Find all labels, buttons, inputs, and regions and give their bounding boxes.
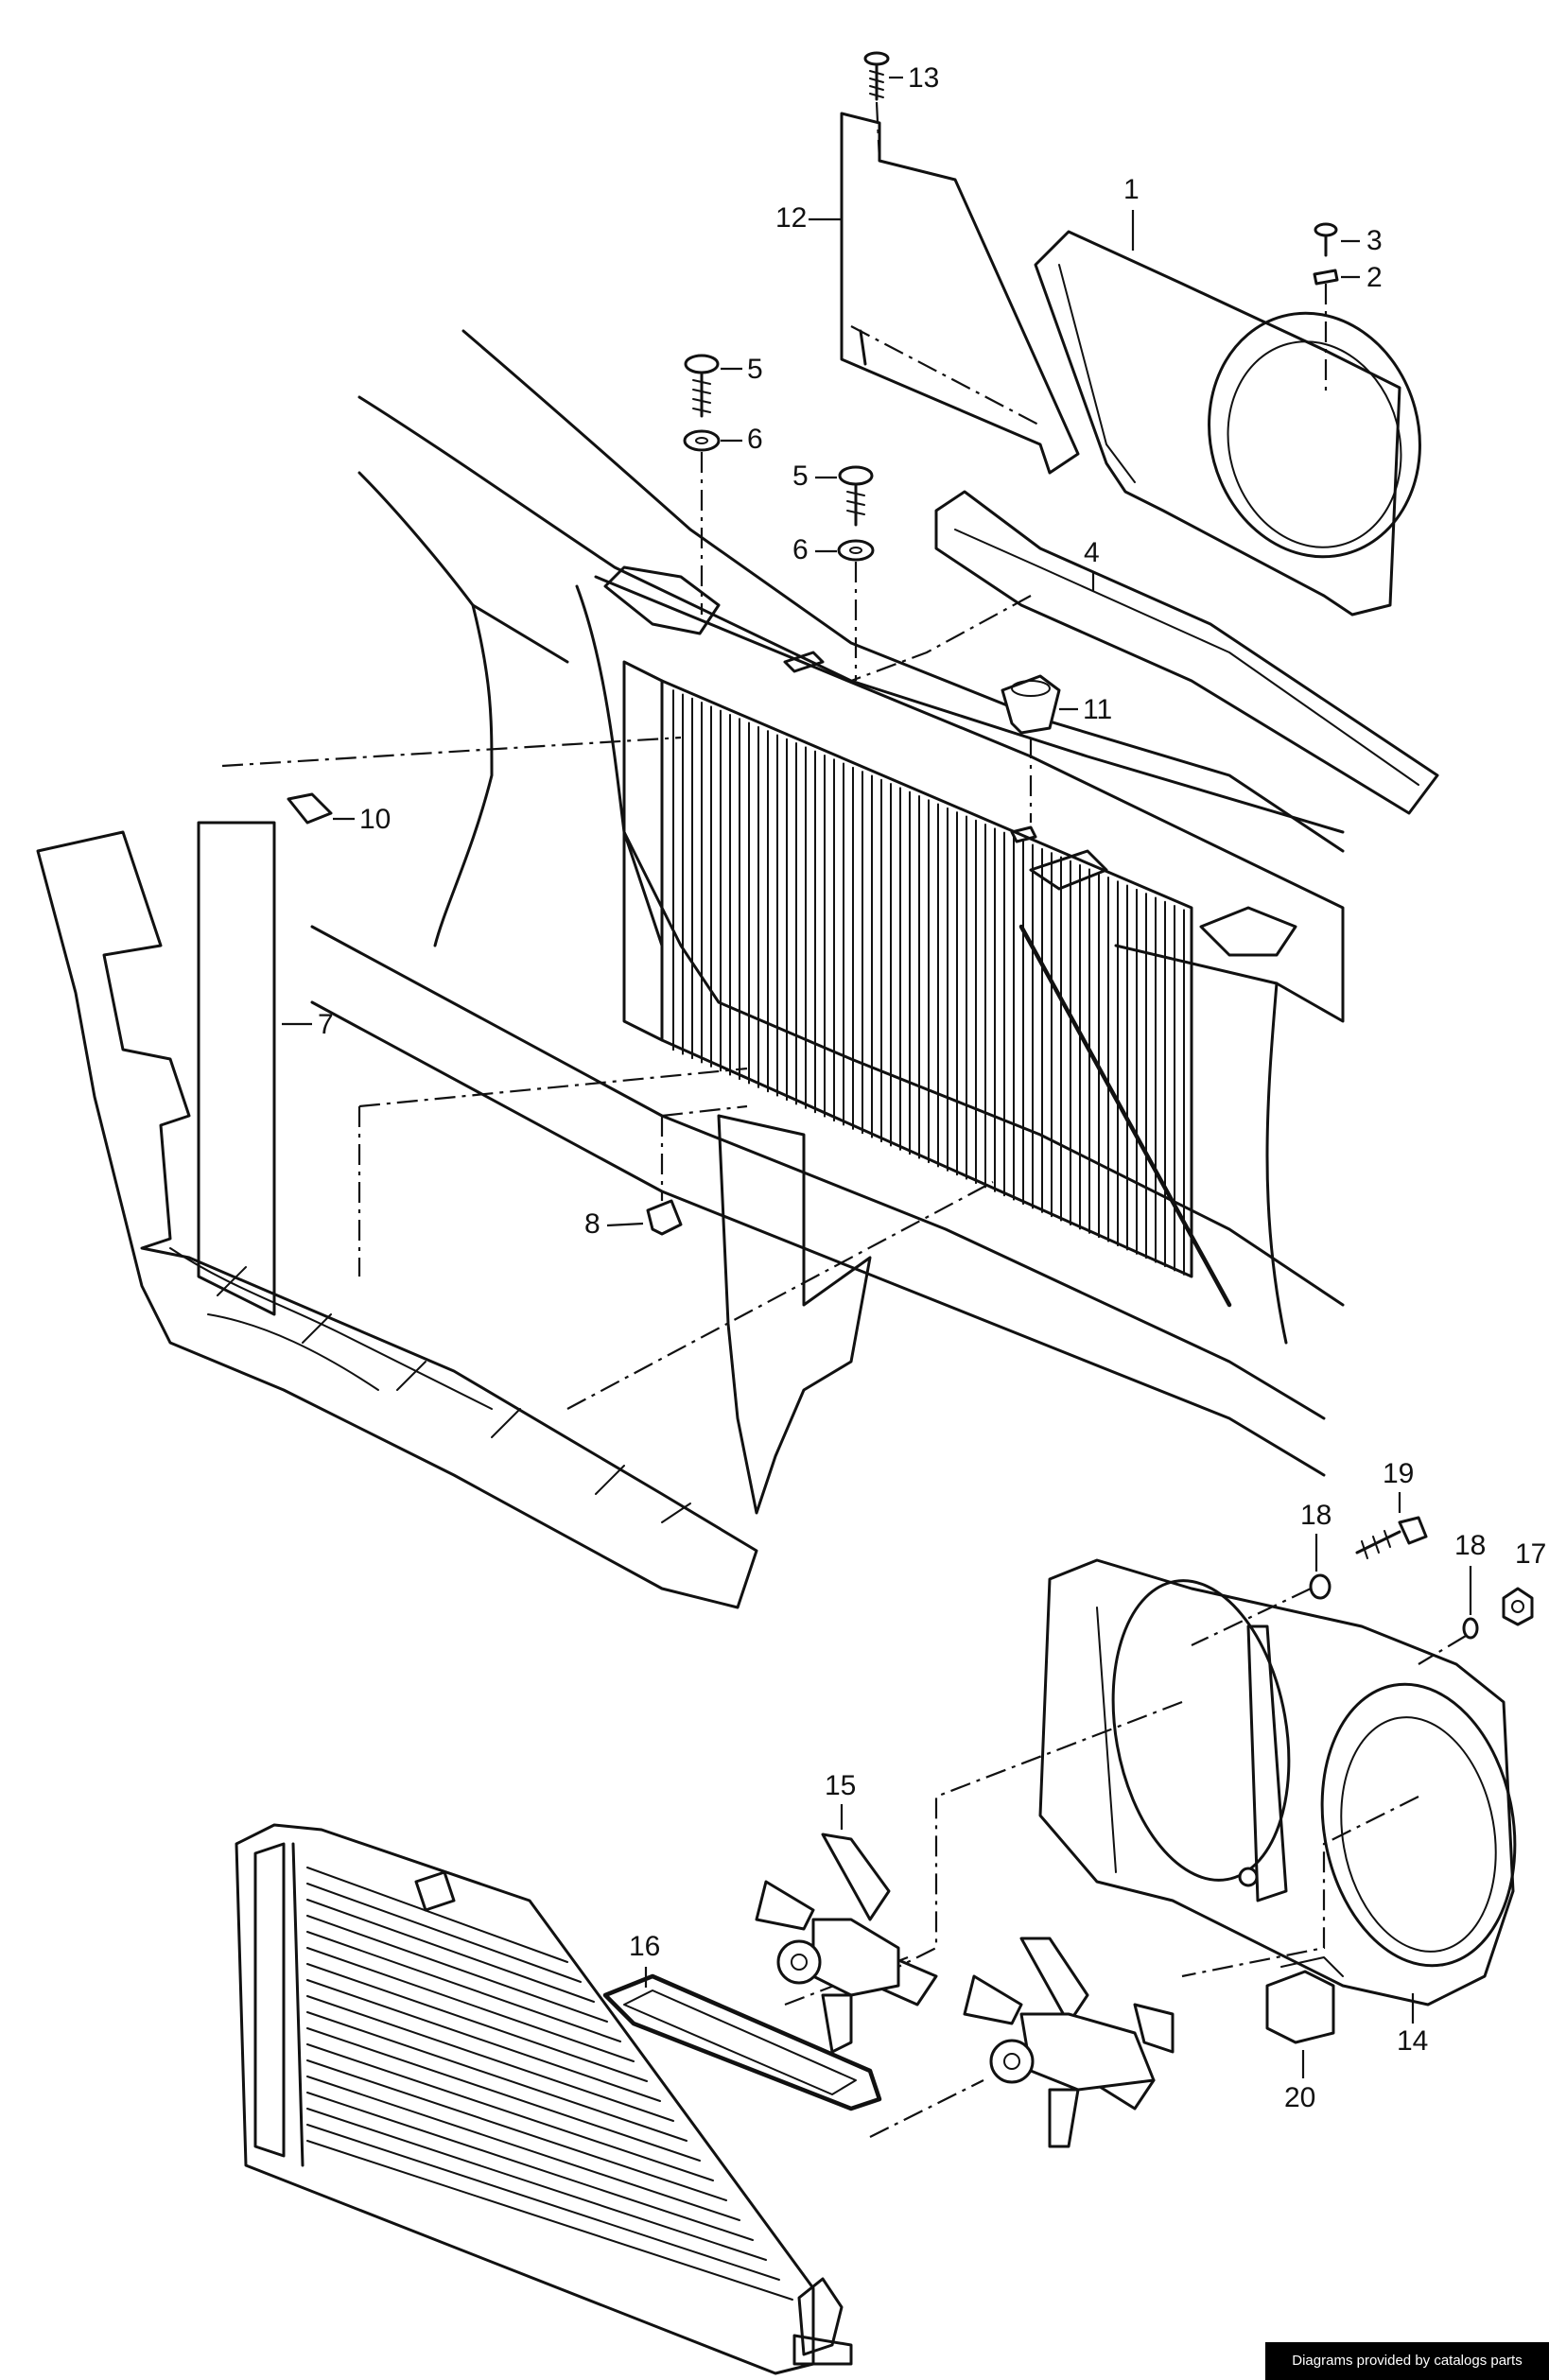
label-12: 12: [775, 202, 807, 234]
radiator-tube: [306, 1931, 621, 2042]
radiator-tube: [306, 1947, 635, 2062]
front-body-panel: [310, 329, 1345, 1477]
label-1: 1: [1123, 174, 1140, 205]
washer-6-right: [837, 539, 875, 562]
part-8-clip: [646, 1199, 683, 1236]
radiator-tube: [306, 2092, 754, 2241]
radiator-tube: [306, 1915, 608, 2023]
label-17: 17: [1515, 1538, 1546, 1570]
label-4: 4: [1084, 537, 1100, 568]
radiator-tube: [306, 1979, 661, 2102]
credit-banner: Diagrams provided by catalogs parts: [1265, 2342, 1549, 2380]
radiator-tube: [306, 2124, 780, 2281]
part-14-fan-shroud: [1038, 1558, 1517, 2006]
radiator: [235, 1823, 853, 2375]
radiator-tube: [306, 1883, 582, 1983]
radiator-tube: [306, 2043, 714, 2181]
washer-6-left: [683, 429, 721, 452]
label-6-left: 6: [747, 424, 763, 455]
callout-labels: 13 12 1 3 2 5 6 5 6 4 11 10 7 8 19 18 18: [282, 62, 1546, 2113]
label-15: 15: [825, 1770, 856, 1801]
label-7: 7: [318, 1009, 334, 1040]
washer-18-left: [1309, 1573, 1331, 1600]
part-12-air-guide: [840, 112, 1080, 475]
part-15-fan-right: [963, 1937, 1175, 2148]
label-13: 13: [908, 62, 939, 94]
screw-13: [863, 51, 890, 101]
label-11: 11: [1083, 694, 1112, 725]
screw-5-right: [838, 465, 874, 527]
screw-3: [1314, 222, 1338, 257]
radiator-tube: [306, 2027, 701, 2162]
label-5-left: 5: [747, 354, 763, 385]
label-20: 20: [1284, 2082, 1315, 2113]
part-1-upper-shroud: [1034, 230, 1421, 617]
part-16-seal: [602, 1973, 882, 2111]
part-15-fan-left: [755, 1833, 938, 2054]
label-16: 16: [629, 1931, 660, 1962]
radiator-tube: [306, 2140, 793, 2301]
radiator-tube: [306, 2059, 727, 2201]
part-20-clip: [1265, 1956, 1344, 2044]
label-14: 14: [1397, 2025, 1428, 2057]
label-5-right: 5: [792, 460, 809, 492]
radiator-tube: [306, 1899, 595, 2003]
label-19: 19: [1383, 1458, 1414, 1489]
washer-18-right: [1462, 1617, 1479, 1640]
bolt-19: [1355, 1516, 1428, 1559]
label-3: 3: [1366, 225, 1383, 256]
nut-17: [1502, 1587, 1534, 1626]
label-18-left: 18: [1300, 1500, 1331, 1531]
screw-5-left: [684, 354, 720, 418]
part-10-clip: [287, 792, 333, 825]
label-10: 10: [359, 804, 391, 835]
radiator-tube: [306, 2011, 687, 2142]
label-6-right: 6: [792, 534, 809, 565]
radiator-tube: [306, 2108, 767, 2261]
label-2: 2: [1366, 262, 1383, 293]
assembly-lines-upper: [221, 101, 1328, 1410]
part-7-air-deflector: [36, 821, 872, 1609]
label-8: 8: [584, 1208, 600, 1240]
part-11-rubber-mount: [1001, 674, 1061, 735]
radiator-tube: [306, 1995, 674, 2122]
clip-2: [1313, 269, 1339, 286]
radiator-tube: [306, 2076, 740, 2221]
radiator-tube: [306, 1867, 568, 1963]
radiator-tube: [306, 1963, 648, 2082]
condenser-core: [622, 660, 1232, 1308]
part-4-cross-member: [934, 490, 1439, 815]
label-18-right: 18: [1454, 1530, 1486, 1561]
